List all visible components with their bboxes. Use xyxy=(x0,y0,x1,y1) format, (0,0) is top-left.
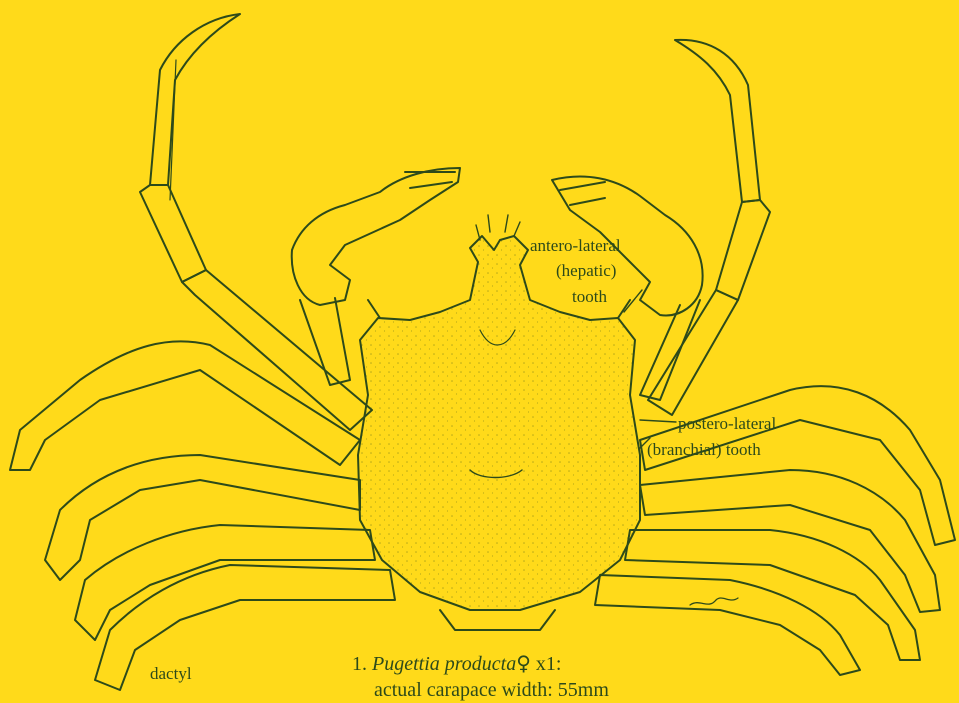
figure-caption: 1. Pugettia producta♀ x1: actual carapac… xyxy=(352,650,609,703)
label-branchial-tooth: (branchial) tooth xyxy=(647,440,761,459)
label-dactyl: dactyl xyxy=(150,664,192,683)
signature-mark xyxy=(690,598,738,605)
female-symbol: ♀ xyxy=(516,651,531,675)
right-raised-leg xyxy=(648,40,770,415)
label-antero-lateral: antero-lateral xyxy=(530,236,621,255)
abdomen xyxy=(440,610,555,630)
caption-species: Pugettia producta xyxy=(372,653,516,675)
branchial-leader xyxy=(640,420,676,422)
left-raised-leg xyxy=(140,14,372,430)
label-tooth-upper: tooth xyxy=(572,287,607,306)
caption-scale: x1: xyxy=(536,653,562,675)
caption-line-2: actual carapace width: 55mm xyxy=(352,677,609,703)
left-walking-legs xyxy=(10,341,395,690)
hepatic-leader xyxy=(624,290,642,312)
label-hepatic: (hepatic) xyxy=(556,261,616,280)
label-postero-lateral: postero-lateral xyxy=(678,414,776,433)
caption-line-1: 1. Pugettia producta♀ x1: xyxy=(352,650,609,677)
caption-number: 1. xyxy=(352,653,367,675)
